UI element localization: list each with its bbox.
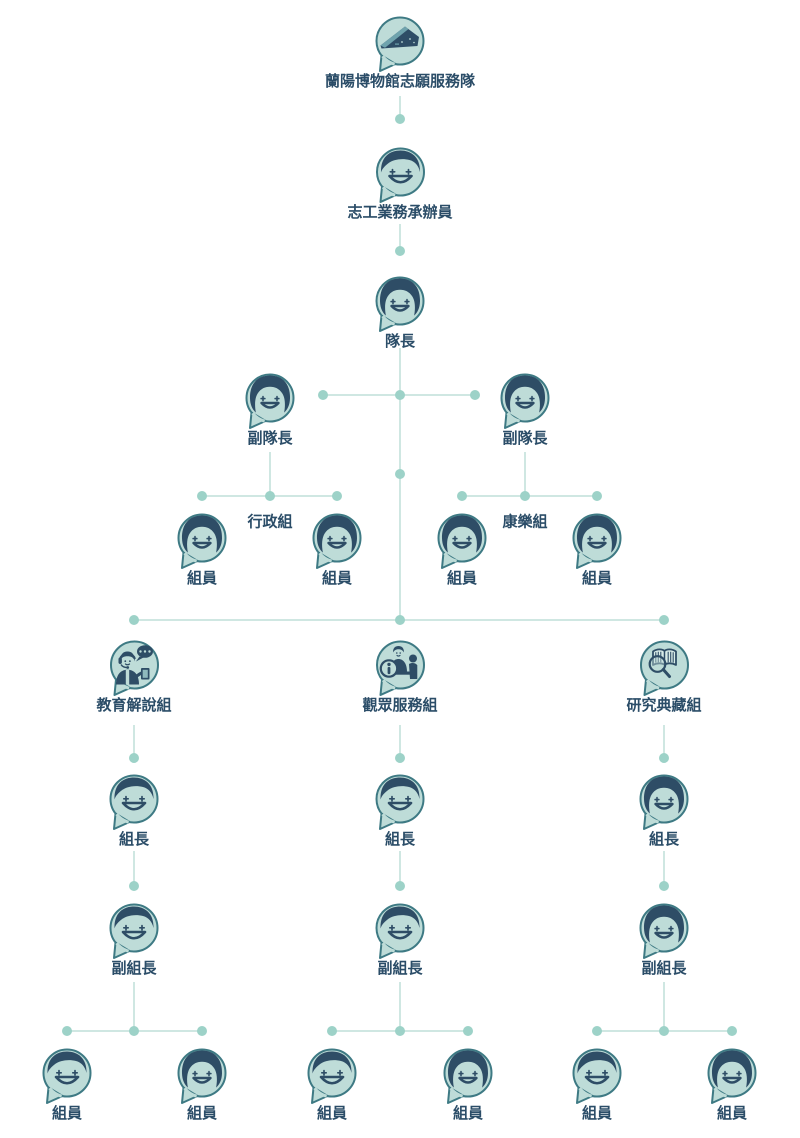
female-avatar-icon (704, 1046, 760, 1104)
female-avatar-icon (569, 511, 625, 569)
node-label-team-leader: 隊長 (384, 333, 415, 350)
node-label-member: 組員 (316, 1105, 347, 1122)
org-node-education-member-1: 組員 (39, 1046, 95, 1123)
female-avatar-icon (174, 1046, 230, 1104)
female-avatar-icon (497, 371, 553, 429)
node-label-deputy-group-leader: 副組長 (111, 960, 157, 977)
node-label-member: 組員 (581, 1105, 612, 1122)
node-label-deputy-team-leader: 副隊長 (247, 430, 293, 447)
node-label-member: 組員 (186, 1105, 217, 1122)
org-node-deputy-group-leader-research: 副組長 (636, 901, 692, 978)
node-label-root: 蘭陽博物館志願服務隊 (324, 73, 476, 90)
org-node-admin-member-2: 組員 (309, 511, 365, 588)
org-node-deputy-team-leader-left: 副隊長 (242, 371, 298, 448)
group-label-admin: 行政組 (247, 513, 293, 531)
org-node-deputy-team-leader-right: 副隊長 (497, 371, 553, 448)
museum-icon (372, 14, 428, 72)
org-node-research-archive-group: 研究典藏組 (626, 638, 702, 715)
node-label-deputy-group-leader: 副組長 (377, 960, 423, 977)
node-label-deputy-team-leader: 副隊長 (502, 430, 548, 447)
org-node-team-leader: 隊長 (372, 274, 428, 351)
org-node-education-group: 教育解說組 (96, 638, 172, 715)
node-label-member: 組員 (446, 570, 477, 587)
female-avatar-icon (174, 511, 230, 569)
node-label-member: 組員 (51, 1105, 82, 1122)
female-avatar-icon (242, 371, 298, 429)
node-label-deputy-group-leader: 副組長 (641, 960, 687, 977)
org-node-visitor-member-2: 組員 (440, 1046, 496, 1123)
node-label-coordinator: 志工業務承辦員 (347, 204, 453, 221)
org-node-recreation-member-1: 組員 (434, 511, 490, 588)
node-label-group-leader: 組長 (648, 831, 679, 848)
group-label-recreation: 康樂組 (502, 513, 548, 531)
female-avatar-icon (636, 901, 692, 959)
org-node-group-leader-research: 組長 (636, 772, 692, 849)
female-avatar-icon (434, 511, 490, 569)
visitor-service-icon (372, 638, 428, 696)
node-label-member: 組員 (452, 1105, 483, 1122)
org-node-coordinator: 志工業務承辦員 (347, 145, 453, 222)
male-avatar-icon (304, 1046, 360, 1104)
org-node-group-leader-education: 組長 (106, 772, 162, 849)
org-node-visitor-service-group: 觀眾服務組 (362, 638, 438, 715)
node-label-member: 組員 (321, 570, 352, 587)
male-avatar-icon (372, 145, 428, 203)
org-node-recreation-member-2: 組員 (569, 511, 625, 588)
female-avatar-icon (372, 274, 428, 332)
male-avatar-icon (372, 772, 428, 830)
node-label-group-leader: 組長 (384, 831, 415, 848)
org-node-research-member-2: 組員 (704, 1046, 760, 1123)
node-label-group-leader: 組長 (118, 831, 149, 848)
org-node-visitor-member-1: 組員 (304, 1046, 360, 1123)
org-node-research-member-1: 組員 (569, 1046, 625, 1123)
female-avatar-icon (309, 511, 365, 569)
node-label-research-archive-group: 研究典藏組 (626, 697, 702, 714)
node-label-visitor-service-group: 觀眾服務組 (362, 697, 438, 714)
male-avatar-icon (569, 1046, 625, 1104)
male-avatar-icon (106, 901, 162, 959)
org-node-admin-member-1: 組員 (174, 511, 230, 588)
male-avatar-icon (372, 901, 428, 959)
org-node-deputy-group-leader-visitor: 副組長 (372, 901, 428, 978)
education-guide-icon (106, 638, 162, 696)
org-node-museum-root: 蘭陽博物館志願服務隊 (325, 14, 475, 91)
node-label-member: 組員 (716, 1105, 747, 1122)
node-label-member: 組員 (186, 570, 217, 587)
org-node-group-leader-visitor: 組長 (372, 772, 428, 849)
org-node-deputy-group-leader-education: 副組長 (106, 901, 162, 978)
org-node-education-member-2: 組員 (174, 1046, 230, 1123)
female-avatar-icon (636, 772, 692, 830)
male-avatar-icon (39, 1046, 95, 1104)
research-archive-icon (636, 638, 692, 696)
female-avatar-icon (440, 1046, 496, 1104)
node-label-education-group: 教育解說組 (96, 697, 172, 714)
male-avatar-icon (106, 772, 162, 830)
node-label-member: 組員 (581, 570, 612, 587)
